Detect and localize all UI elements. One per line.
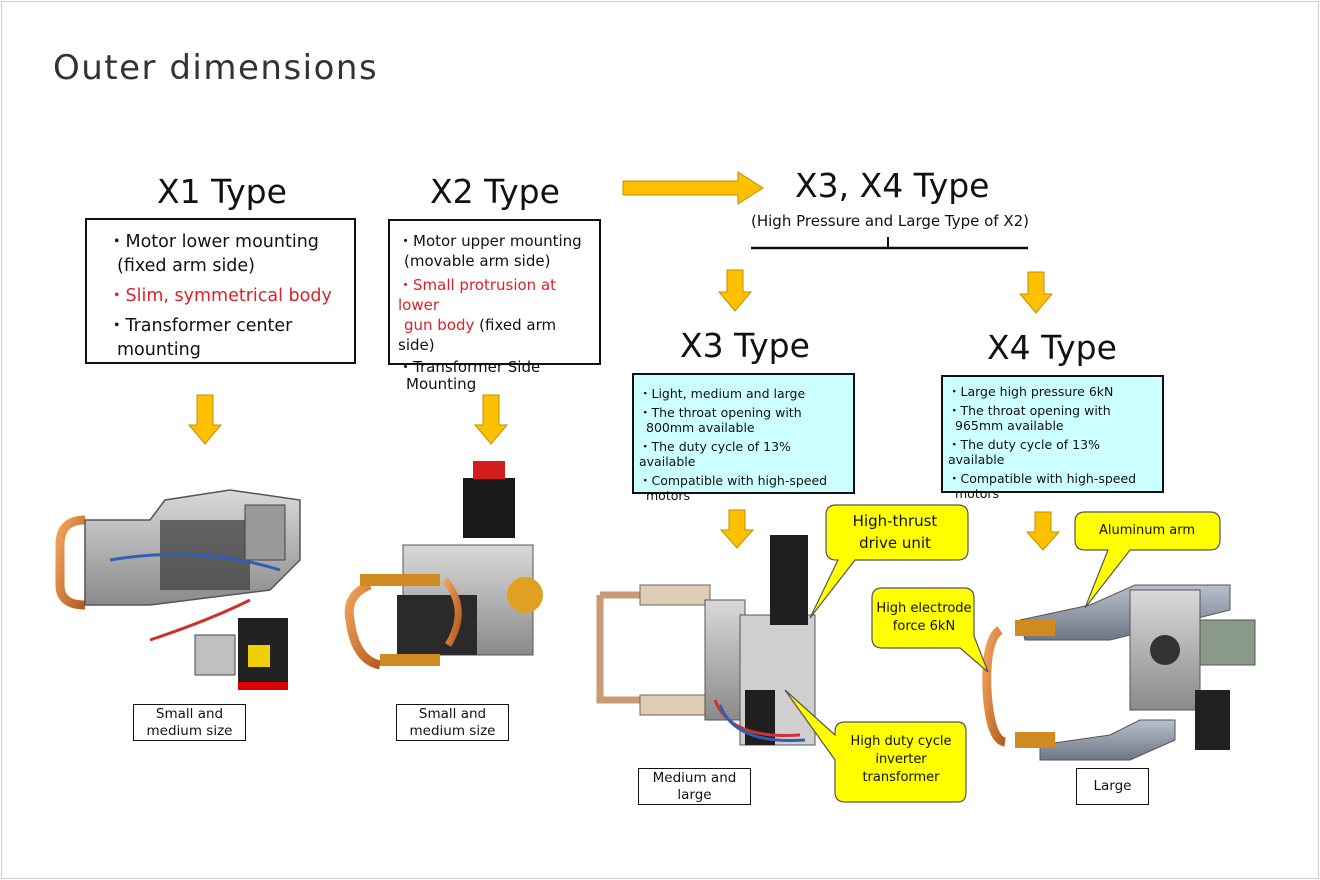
x2-size-label: Small and medium size [396,704,509,741]
x4-bullet-3: ・The duty cycle of 13% available [948,437,1100,467]
callout-drive-unit [809,504,969,619]
x1-bullet-2: ・Slim, symmetrical body [108,286,332,306]
x3-bullet-1: ・Light, medium and large [639,386,806,401]
x3-welding-gun-icon [596,535,816,746]
callout-aluminum-arm-text: Aluminum arm [1098,523,1196,538]
x3-size-label: Medium and large [638,768,751,805]
x4-bullet-1: ・Large high pressure 6kN [948,384,1114,399]
x1-title: X1 Type [157,172,287,211]
x34-subtitle: (High Pressure and Large Type of X2) [751,212,1029,230]
down-arrow-icon [187,269,1061,551]
x1-features-box: ・Motor lower mounting(fixed arm side) ・S… [85,218,356,364]
x4-features-box: ・Large high pressure 6kN ・The throat ope… [941,375,1164,501]
callout-aluminum-arm [1074,511,1221,609]
callout-electrode-force-text: High electrode force 6kN [876,601,972,634]
x4-bullet-4: ・Compatible with high-speed motors [948,471,1137,501]
branch-connector [751,237,1028,250]
x34-title: X3, X4 Type [795,166,990,205]
x2-title: X2 Type [430,172,560,211]
x2-features-box: ・Motor upper mounting(movable arm side) … [388,219,601,393]
x3-bullet-3: ・The duty cycle of 13% available [639,439,791,469]
callout-inverter-transformer [784,689,967,803]
x1-bullet-1: ・Motor lower mounting(fixed arm side) [108,232,319,276]
callout-inverter-transformer-text: High duty cycle inverter transformer [850,734,952,785]
callout-drive-unit-text: High-thrust drive unit [852,512,938,552]
x4-welding-gun-icon [982,584,1256,761]
x3-bullet-4: ・Compatible with high-speed motors [639,473,828,503]
x3-features-box: ・Light, medium and large ・The throat ope… [632,373,855,503]
page-title: Outer dimensions [53,48,379,88]
x4-title: X4 Type [987,328,1117,367]
x2-bullet-1: ・Motor upper mounting(movable arm side) [398,232,582,270]
x1-size-label: Small and medium size [133,704,246,741]
x4-size-label: Large [1076,768,1149,805]
x3-bullet-2: ・The throat opening with 800mm available [639,405,802,435]
right-arrow-icon [622,171,764,205]
x4-bullet-2: ・The throat opening with 965mm available [948,403,1111,433]
callout-electrode-force [871,587,989,673]
x2-welding-gun-icon [344,461,543,670]
x3-title: X3 Type [680,326,810,365]
x1-welding-gun-icon [55,489,301,690]
